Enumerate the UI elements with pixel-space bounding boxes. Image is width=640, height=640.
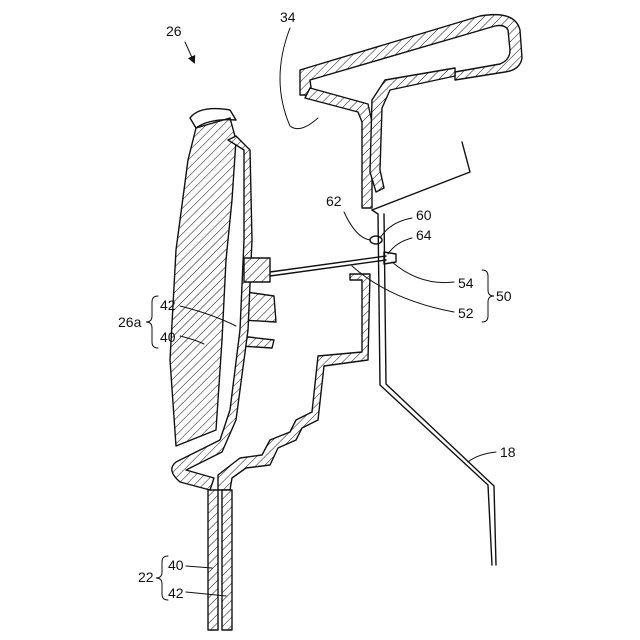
label-64: 64 [416,227,432,243]
label-22-40: 40 [168,557,184,573]
label-18: 18 [500,444,516,460]
label-34: 34 [280,9,296,25]
label-26a: 26a [118,314,142,330]
label-26: 26 [166,23,182,39]
label-54: 54 [458,275,474,291]
label-22-42: 42 [168,585,184,601]
label-60: 60 [416,207,432,223]
label-50: 50 [496,288,512,304]
panel-18 [372,142,496,565]
upper-handle-34 [300,15,522,208]
label-62: 62 [326,193,342,209]
label-26a-42: 42 [160,297,176,313]
door-skin-22 [208,490,232,630]
cable-50 [244,236,396,282]
label-52: 52 [458,305,474,321]
label-26a-40: 40 [160,329,176,345]
door-trim-26a [170,109,252,490]
label-22: 22 [138,569,154,585]
